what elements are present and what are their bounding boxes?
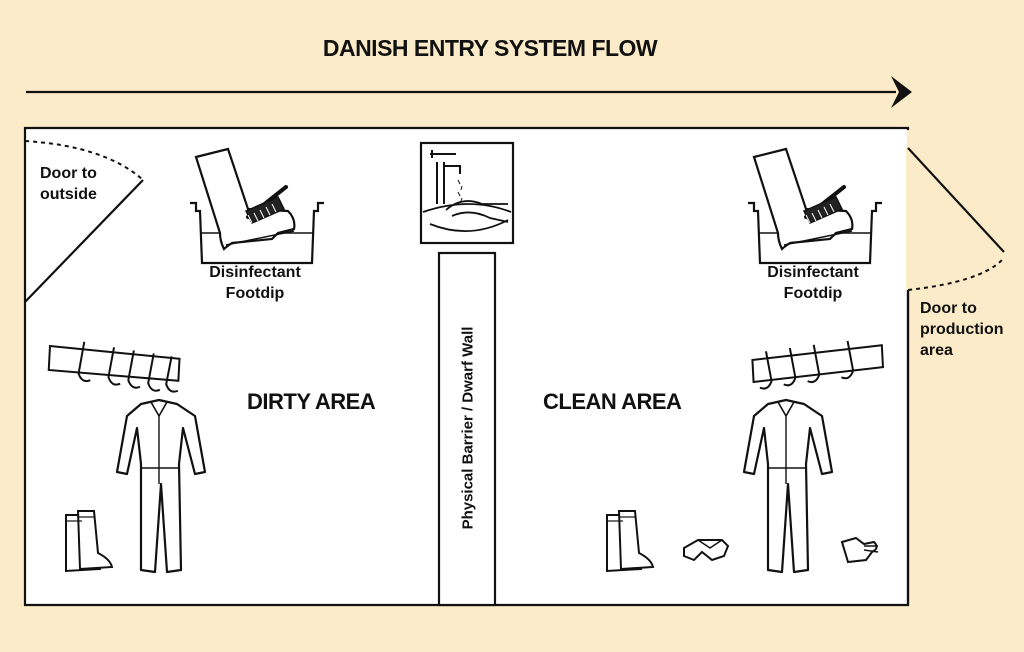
door-outside — [24, 140, 144, 303]
footdip-label-right: Disinfectant Footdip — [767, 264, 859, 302]
barrier-label: Physical Barrier / Dwarf Wall — [459, 326, 477, 530]
coat-hook-icon-right — [751, 340, 885, 390]
clean-area-label: CLEAN AREA — [543, 389, 682, 414]
dwarf-wall — [437, 251, 497, 607]
footdip-label-left: Disinfectant Footdip — [209, 264, 301, 302]
door-outside-label: Door to outside — [40, 165, 97, 203]
diagram-title: DANISH ENTRY SYSTEM FLOW — [322, 35, 658, 61]
door-production — [896, 130, 1005, 605]
flow-arrow-icon — [26, 76, 912, 108]
door-production-label: Door to production area — [920, 300, 1004, 359]
glove-icon — [840, 536, 879, 564]
coat-hook-icon-left — [47, 341, 181, 393]
handwash-icon — [419, 141, 515, 245]
dirty-area-label: DIRTY AREA — [247, 389, 376, 414]
safety-glasses-icon — [683, 539, 730, 562]
